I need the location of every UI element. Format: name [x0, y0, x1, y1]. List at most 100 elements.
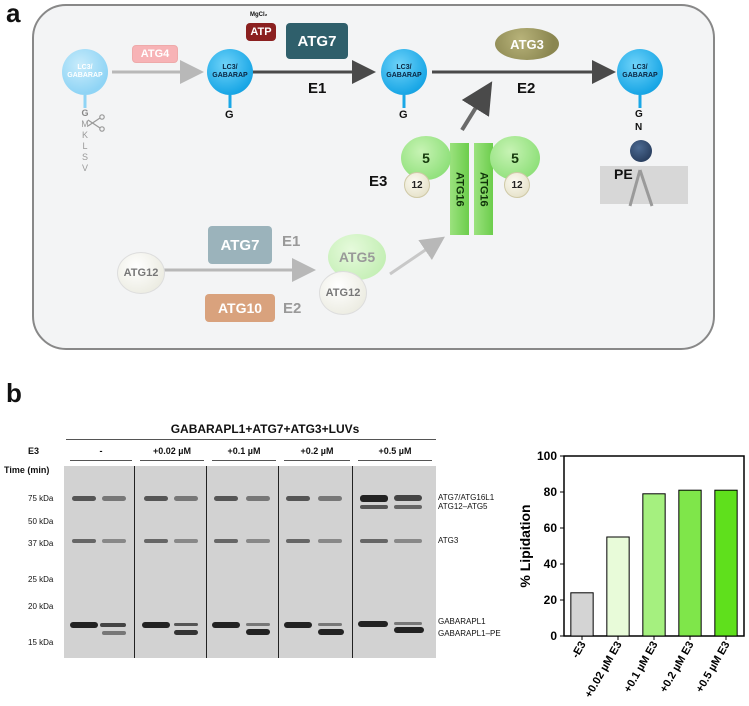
- glycine-label-2: G: [399, 109, 408, 121]
- band-atg3: [286, 539, 310, 543]
- e1-label-top: E1: [308, 80, 327, 97]
- band-gabarapl1: [100, 623, 126, 627]
- residue-s: S: [81, 152, 88, 162]
- cleaved-residue-list: G M K L S V: [78, 108, 92, 174]
- label-gabarapl1-pe: GABARAPL1–PE: [438, 629, 501, 638]
- time-row-label: Time (min): [4, 465, 50, 475]
- bar: [642, 493, 666, 637]
- mw-25: 25 kDa: [28, 575, 54, 584]
- y-tick-label: 40: [544, 557, 558, 571]
- atg3-ellipse: ATG3: [495, 28, 559, 60]
- band-gabarapl1-pe: [394, 627, 424, 633]
- y-tick-label: 60: [544, 521, 558, 535]
- mgcl2-label: MgCl₂: [250, 12, 268, 18]
- mw-75: 75 kDa: [28, 494, 54, 503]
- band-atg7: [214, 496, 238, 501]
- arrow-to-e3: [389, 236, 445, 276]
- residue-k: K: [81, 130, 88, 140]
- bar: [678, 489, 702, 637]
- band-atg3: [246, 539, 270, 543]
- atg12-right: 12: [504, 172, 530, 198]
- residue-v: V: [81, 163, 88, 173]
- band-gabarapl1: [70, 622, 98, 628]
- atg10-box: ATG10: [205, 294, 275, 322]
- label-atg7-atg16l1: ATG7/ATG16L1: [438, 493, 495, 502]
- band-atg7: [360, 495, 388, 502]
- residue-m: M: [81, 119, 89, 129]
- panel-b-letter: b: [6, 378, 22, 408]
- pe-headgroup: [630, 140, 652, 162]
- cond-label-4: +0.5 µM: [378, 446, 412, 456]
- atg5-left: 5: [401, 136, 451, 180]
- band-atg3: [214, 539, 238, 543]
- band-gabarapl1-pe: [174, 630, 198, 635]
- band-atg7: [102, 496, 126, 501]
- bar: [570, 592, 594, 637]
- label-atg12-atg5: ATG12–ATG5: [438, 502, 488, 511]
- lc3-gabarap-atg7-bound: LC3/GABARAP: [381, 49, 427, 95]
- e2-label-top: E2: [517, 80, 536, 97]
- band-atg3: [174, 539, 198, 543]
- e3-row-label: E3: [28, 446, 40, 456]
- label-atg3: ATG3: [438, 536, 459, 545]
- atg4-box: ATG4: [132, 45, 178, 63]
- band-gabarapl1: [142, 622, 170, 628]
- band-atg3: [360, 539, 388, 543]
- pe-label: PE: [614, 166, 633, 182]
- bar: [714, 489, 738, 637]
- atg7-box-top: ATG7: [286, 23, 348, 59]
- cond-label-0: -: [99, 446, 103, 456]
- y-tick-label: 0: [550, 629, 557, 643]
- arrow-e3: [460, 81, 493, 132]
- gel-image: [64, 466, 436, 658]
- band-gabarapl1-pe: [318, 629, 344, 635]
- band-atg12-atg5: [394, 505, 422, 509]
- band-atg7: [246, 496, 270, 501]
- atg12-conjugated: ATG12: [319, 271, 367, 315]
- band-gabarapl1-pe: [246, 629, 270, 635]
- scissors-icon: [87, 114, 105, 132]
- x-tick-label: -E3: [570, 640, 589, 661]
- atg7-box-bottom: ATG7: [208, 226, 272, 264]
- band-gabarapl1: [318, 623, 342, 626]
- band-gabarapl1: [284, 622, 312, 628]
- glycine-label-3: G: [635, 109, 643, 120]
- cond-label-1: +0.02 µM: [153, 446, 191, 456]
- band-gabarapl1: [212, 622, 240, 628]
- residue-l: L: [82, 141, 88, 151]
- lc3-gabarap-processed: LC3/GABARAP: [207, 49, 253, 95]
- bar: [606, 536, 630, 637]
- band-gabarapl1: [174, 623, 198, 626]
- residue-g: G: [81, 108, 89, 118]
- x-tick-label: +0.5 µM E3: [694, 640, 733, 695]
- y-tick-label: 20: [544, 593, 558, 607]
- band-atg3: [72, 539, 96, 543]
- header-underline: [66, 439, 436, 440]
- band-atg3: [144, 539, 168, 543]
- band-atg3: [318, 539, 342, 543]
- atg12-free: ATG12: [117, 252, 165, 294]
- mw-37: 37 kDa: [28, 539, 54, 548]
- cond-label-2: +0.1 µM: [227, 446, 261, 456]
- glycine-label-1: G: [225, 109, 234, 121]
- band-atg7: [144, 496, 168, 501]
- band-atg7: [72, 496, 96, 501]
- band-atg3: [102, 539, 126, 543]
- cond-label-3: +0.2 µM: [300, 446, 334, 456]
- mw-15: 15 kDa: [28, 638, 54, 647]
- lc3-gabarap-unprocessed: LC3/GABARAP: [62, 49, 108, 95]
- x-tick-label: +0.1 µM E3: [622, 640, 661, 695]
- lc3-gabarap-lipidated: LC3/GABARAP: [617, 49, 663, 95]
- band-gabarapl1: [246, 623, 270, 626]
- atg16-right: ATG16: [474, 143, 493, 235]
- band-atg7: [174, 496, 198, 501]
- gel-header: GABARAPL1+ATG7+ATG3+LUVs: [170, 422, 360, 436]
- mw-50: 50 kDa: [28, 517, 54, 526]
- pathway-arrows: [83, 60, 688, 282]
- band-atg7: [394, 495, 422, 501]
- band-atg12-atg5: [360, 505, 388, 509]
- band-atg7: [318, 496, 342, 501]
- x-tick-label: +0.02 µM E3: [583, 640, 625, 700]
- y-tick-label: 80: [544, 485, 558, 499]
